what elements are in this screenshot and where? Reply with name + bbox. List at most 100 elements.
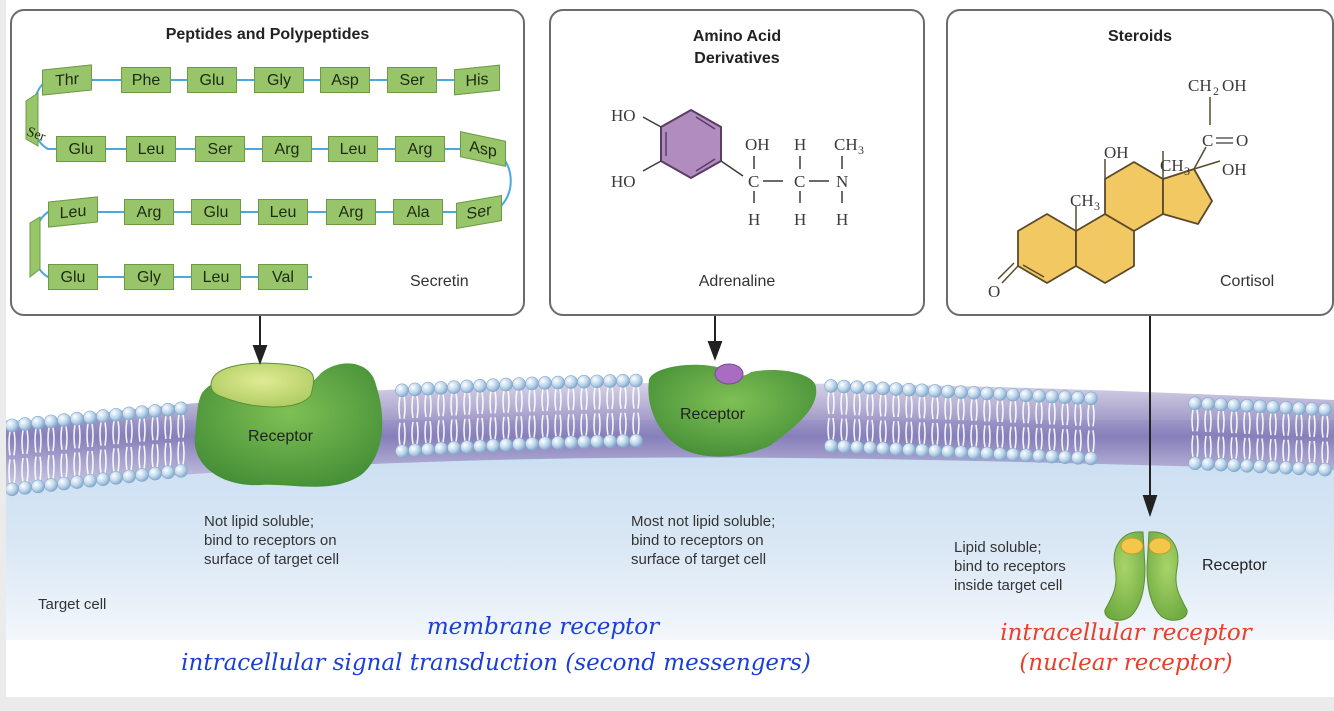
lipid-tail xyxy=(970,424,973,447)
atom-c2: C xyxy=(794,172,805,191)
lipid-tail xyxy=(26,457,29,483)
lipid-tail xyxy=(533,415,536,438)
lipid-tail xyxy=(476,391,479,415)
lipid-tail xyxy=(611,386,614,410)
atom-o: O xyxy=(1236,131,1248,150)
amino-acid-asp: Asp xyxy=(320,67,370,93)
caption-adrenaline: Adrenaline xyxy=(698,273,776,290)
lipid-tail xyxy=(468,392,471,415)
lipid-tail xyxy=(34,456,37,481)
atom-c: C xyxy=(1202,131,1213,150)
lipid-tail xyxy=(559,388,562,411)
receptor-label-peptide: Receptor xyxy=(248,428,313,445)
intracellular-receptor xyxy=(1104,531,1188,621)
lipid-tail xyxy=(164,442,167,467)
lipid-tail xyxy=(39,428,42,453)
lipid-tail xyxy=(853,419,856,442)
lipid-tail xyxy=(442,420,445,443)
lipid-tail xyxy=(1313,414,1316,438)
lipid-tail xyxy=(125,419,128,444)
lipid-tail xyxy=(606,386,609,410)
lipid-tail xyxy=(468,418,471,442)
membrane-receptor-peptide xyxy=(194,362,383,487)
lipid-tail xyxy=(117,420,120,445)
ring-a xyxy=(1017,213,1077,284)
phospholipid-head xyxy=(1318,402,1332,417)
lipid-tail xyxy=(104,421,107,446)
lipid-tail xyxy=(580,413,583,437)
atom-h3: H xyxy=(836,210,848,229)
lipid-tail xyxy=(515,416,518,439)
lipid-tail xyxy=(957,424,960,447)
lipid-tail xyxy=(871,419,874,442)
lipid-tail xyxy=(910,421,913,444)
lipid-tail xyxy=(1243,437,1246,460)
lipid-tail xyxy=(988,425,991,448)
lipid-tail xyxy=(957,398,960,421)
atom-ch2oh: CH xyxy=(1188,76,1212,95)
amino-acid-glu: Glu xyxy=(48,264,98,290)
lipid-tail xyxy=(624,412,627,436)
lipid-tail xyxy=(871,393,874,416)
lipid-tail xyxy=(481,417,484,441)
lipid-tail xyxy=(598,413,601,436)
lipid-tail xyxy=(949,397,952,420)
panel-title-steroids: Steroids xyxy=(1107,28,1172,45)
atom-c1: C xyxy=(748,172,759,191)
lipid-tail xyxy=(450,419,453,442)
lipid-tail xyxy=(541,414,544,438)
lipid-tail xyxy=(1209,435,1212,459)
lipid-tail xyxy=(1035,401,1038,425)
lipid-tail xyxy=(840,418,843,441)
lipid-tail xyxy=(1217,410,1220,433)
lipid-tail xyxy=(585,387,588,410)
lipid-tail xyxy=(143,418,146,442)
lipid-tail xyxy=(606,412,609,436)
atom-ch3-lower: CH xyxy=(1070,191,1094,210)
lipid-tail xyxy=(962,424,965,447)
lipid-tail xyxy=(884,420,887,443)
lipid-tail xyxy=(1092,430,1095,453)
phospholipid-head xyxy=(1084,451,1098,466)
lipid-tail xyxy=(177,414,180,438)
lipid-tail xyxy=(1022,427,1025,450)
lipid-tail xyxy=(13,431,16,456)
lipid-tail xyxy=(151,416,154,441)
cortisol-structure: CH 2 OH C O OH OH CH 3 CH 3 O xyxy=(988,76,1248,301)
benzene-ring xyxy=(660,108,722,180)
lipid-tail xyxy=(970,398,973,421)
lipid-tail xyxy=(60,453,63,478)
lipid-tail xyxy=(65,453,68,478)
lipid-tail xyxy=(840,392,843,415)
lipid-tail xyxy=(1035,427,1038,451)
lipid-tail xyxy=(1287,439,1290,462)
lipid-tail xyxy=(1300,440,1303,463)
lipid-tail xyxy=(494,417,497,440)
label-target-cell: Target cell xyxy=(38,596,107,613)
lipid-tail xyxy=(437,420,440,443)
lipid-tail xyxy=(182,414,185,438)
lipid-tail xyxy=(1027,401,1030,424)
lipid-tail xyxy=(151,444,154,468)
lipid-tail xyxy=(936,396,939,420)
atom-ch3-sub: 3 xyxy=(858,143,864,157)
lipid-tail xyxy=(1321,441,1324,464)
amino-acid-ser: Ser xyxy=(195,136,245,162)
lipid-tail xyxy=(398,396,401,419)
lipid-tail xyxy=(442,393,445,417)
lipid-tail xyxy=(494,391,497,414)
lipid-tail xyxy=(936,422,939,446)
lipid-tail xyxy=(1326,441,1329,464)
lipid-tail xyxy=(463,392,466,415)
lipid-tail xyxy=(611,412,614,436)
lipid-tail xyxy=(520,416,523,439)
phospholipid-head xyxy=(174,464,188,478)
amino-acid-his: His xyxy=(454,64,500,96)
panel-title-amino-line2: Derivatives xyxy=(694,50,780,67)
lipid-tail xyxy=(1222,410,1225,433)
lipid-tail xyxy=(8,431,11,456)
lipid-tail xyxy=(1001,399,1004,423)
lipid-tail xyxy=(827,417,830,441)
amino-acid-glu: Glu xyxy=(56,136,106,162)
